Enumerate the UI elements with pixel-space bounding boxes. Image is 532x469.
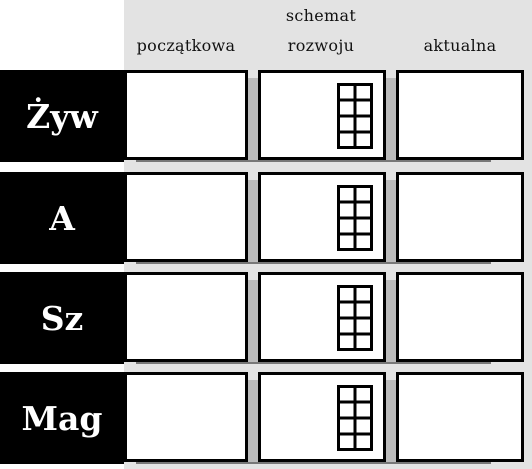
box-shadow-strip [248, 180, 258, 262]
initial-value-field[interactable] [124, 70, 248, 160]
scheme-field[interactable] [258, 372, 386, 462]
current-value-field[interactable] [396, 272, 524, 362]
column-header-initial: początkowa [136, 36, 236, 55]
current-value-field[interactable] [396, 70, 524, 160]
scheme-field[interactable] [258, 172, 386, 262]
initial-value-field[interactable] [124, 372, 248, 462]
box-shadow-strip [386, 380, 396, 462]
grid-icon [337, 285, 373, 351]
column-header-current: aktualna [423, 36, 497, 55]
box-shadow-strip [386, 180, 396, 262]
current-value-field[interactable] [396, 172, 524, 262]
initial-value-field[interactable] [124, 172, 248, 262]
current-value-field[interactable] [396, 372, 524, 462]
stat-row: Sz [0, 272, 532, 364]
box-shadow-strip [248, 280, 258, 362]
stat-row: A [0, 172, 532, 264]
stat-label: Sz [0, 272, 124, 364]
scheme-field[interactable] [258, 70, 386, 160]
grid-icon [337, 83, 373, 149]
column-header-scheme-line1: schemat [285, 6, 357, 25]
box-shadow-strip [248, 380, 258, 462]
grid-icon [337, 385, 373, 451]
stat-row: Żyw [0, 70, 532, 162]
stat-label: A [0, 172, 124, 264]
scheme-field[interactable] [258, 272, 386, 362]
box-shadow-strip [386, 78, 396, 160]
grid-icon [337, 185, 373, 251]
initial-value-field[interactable] [124, 272, 248, 362]
box-shadow-strip [248, 78, 258, 160]
box-shadow-strip [386, 280, 396, 362]
stat-row: Mag [0, 372, 532, 464]
stat-label: Mag [0, 372, 124, 464]
stat-label: Żyw [0, 70, 124, 162]
column-header-scheme-line2: rozwoju [287, 36, 355, 55]
